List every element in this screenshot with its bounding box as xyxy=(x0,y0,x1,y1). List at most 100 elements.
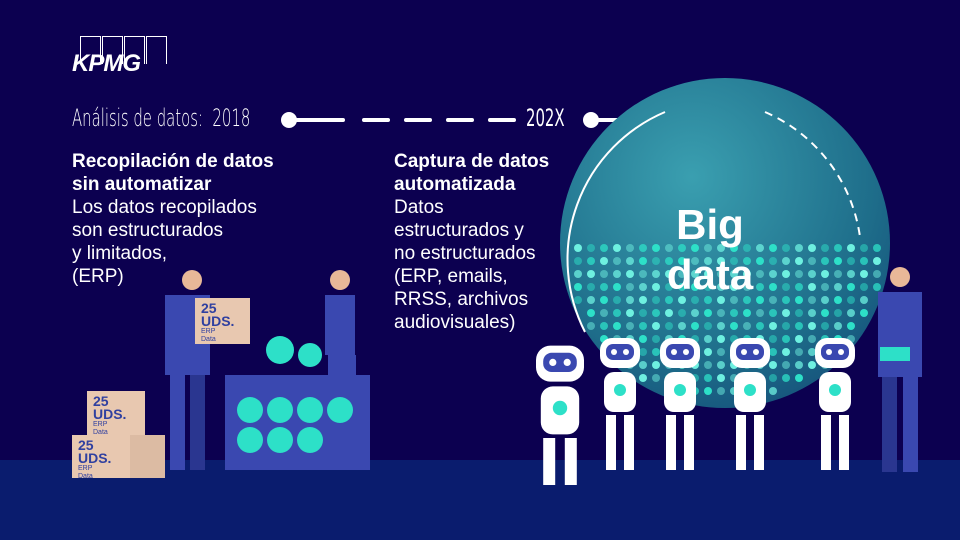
data-dot xyxy=(587,309,595,317)
data-dot xyxy=(691,257,699,265)
data-dot xyxy=(821,296,829,304)
data-dot xyxy=(639,244,647,252)
data-dot xyxy=(704,348,712,356)
data-dot xyxy=(847,309,855,317)
data-dot xyxy=(808,348,816,356)
data-dot xyxy=(834,309,842,317)
timeline-dash xyxy=(446,118,474,122)
data-dot xyxy=(821,244,829,252)
data-dot xyxy=(808,244,816,252)
data-dot xyxy=(600,283,608,291)
data-dot xyxy=(769,322,777,330)
data-dot xyxy=(652,361,660,369)
data-dot xyxy=(600,244,608,252)
data-dot xyxy=(704,322,712,330)
data-dot xyxy=(730,257,738,265)
data-dot xyxy=(808,283,816,291)
timeline-line xyxy=(592,118,622,122)
data-dot xyxy=(730,283,738,291)
data-dot xyxy=(704,244,712,252)
data-dot xyxy=(795,270,803,278)
timeline-end: 202X xyxy=(526,104,565,132)
data-dot xyxy=(678,257,686,265)
data-dot xyxy=(860,309,868,317)
data-dot xyxy=(639,374,647,382)
data-dot xyxy=(678,309,686,317)
data-dot xyxy=(743,270,751,278)
data-dot xyxy=(782,270,790,278)
data-dot xyxy=(600,270,608,278)
data-dot xyxy=(834,322,842,330)
data-dot xyxy=(782,361,790,369)
data-dot xyxy=(795,244,803,252)
data-dot xyxy=(652,322,660,330)
data-dot xyxy=(574,270,582,278)
data-dot xyxy=(691,296,699,304)
data-dot xyxy=(743,244,751,252)
data-dot xyxy=(782,335,790,343)
data-dot xyxy=(743,283,751,291)
data-dot xyxy=(821,270,829,278)
data-dot xyxy=(691,309,699,317)
data-dot xyxy=(873,283,881,291)
robots-group xyxy=(536,338,855,485)
timeline-dash xyxy=(488,118,516,122)
data-dot xyxy=(626,270,634,278)
data-dot xyxy=(665,244,673,252)
data-dot xyxy=(769,270,777,278)
data-dot xyxy=(756,309,764,317)
timeline-end-dot xyxy=(583,112,599,128)
globe-data-dots xyxy=(574,244,881,395)
data-dot xyxy=(782,348,790,356)
data-dot xyxy=(639,309,647,317)
data-dot xyxy=(821,257,829,265)
data-dot xyxy=(626,296,634,304)
data-dot xyxy=(665,283,673,291)
data-dot xyxy=(613,244,621,252)
data-dot xyxy=(808,309,816,317)
orbit-arrows xyxy=(566,111,861,333)
data-dot xyxy=(782,374,790,382)
data-dot xyxy=(704,257,712,265)
data-dot xyxy=(639,283,647,291)
data-dot xyxy=(808,322,816,330)
data-dot xyxy=(782,244,790,252)
timeline-line xyxy=(290,118,345,122)
data-dot xyxy=(574,296,582,304)
data-dot xyxy=(665,309,673,317)
data-dot xyxy=(678,296,686,304)
data-dot xyxy=(847,322,855,330)
data-dot xyxy=(652,309,660,317)
data-dot xyxy=(873,270,881,278)
data-dot xyxy=(860,283,868,291)
data-dot xyxy=(730,309,738,317)
data-dot xyxy=(795,309,803,317)
data-dot xyxy=(847,257,855,265)
data-dot xyxy=(795,283,803,291)
data-dot xyxy=(730,270,738,278)
data-dot xyxy=(847,283,855,291)
data-dot xyxy=(678,283,686,291)
data-dot xyxy=(704,270,712,278)
data-dot xyxy=(691,244,699,252)
data-dot xyxy=(717,283,725,291)
data-dot xyxy=(717,374,725,382)
data-dot xyxy=(574,283,582,291)
data-dot xyxy=(717,322,725,330)
data-dot xyxy=(717,335,725,343)
data-dot xyxy=(782,296,790,304)
data-dot xyxy=(639,322,647,330)
data-dot xyxy=(678,322,686,330)
data-dot xyxy=(808,296,816,304)
data-dot xyxy=(652,283,660,291)
data-dot xyxy=(769,296,777,304)
data-dot xyxy=(717,348,725,356)
data-dot xyxy=(730,322,738,330)
data-dot xyxy=(743,296,751,304)
data-dot xyxy=(769,283,777,291)
data-dot xyxy=(613,309,621,317)
